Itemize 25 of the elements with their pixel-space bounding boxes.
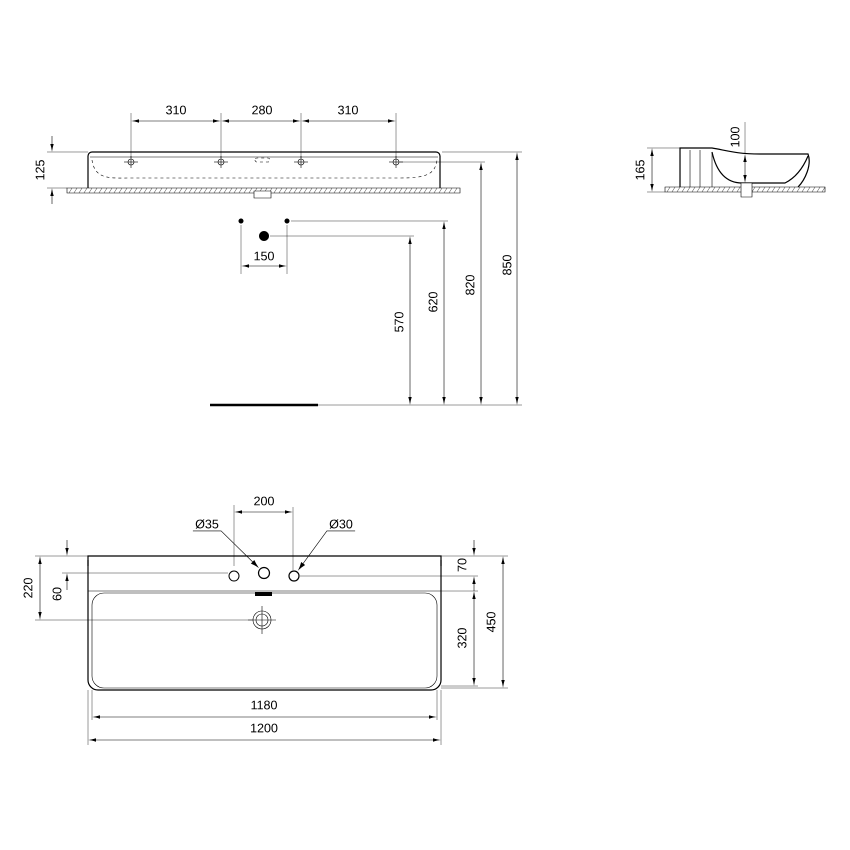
dimension-label: 310 [166, 106, 186, 114]
dimension-label: 125 [36, 160, 44, 180]
dimension-label: 450 [486, 612, 496, 632]
dimension-label: 1200 [251, 724, 278, 732]
leader-line [298, 530, 356, 570]
hole-circle [288, 570, 300, 582]
dimension-label: 100 [730, 127, 740, 146]
dimension-label: 70 [458, 558, 466, 572]
dimension-label: 320 [458, 628, 466, 648]
dimension-label: 570 [394, 312, 404, 332]
dimension-label: 165 [636, 160, 644, 180]
dimension-label: 150 [254, 252, 274, 260]
dimension-label: 280 [252, 106, 272, 114]
leader-line [192, 530, 258, 568]
dimension-label: 220 [24, 578, 32, 598]
dimension-label: 60 [52, 588, 62, 600]
dimension-label: 820 [466, 275, 474, 295]
hole-circle [258, 566, 270, 580]
dimension-label: 850 [502, 255, 512, 275]
dimension-label: 200 [254, 496, 274, 506]
dimension-label: 1180 [252, 700, 277, 710]
dimension-label: 310 [338, 106, 358, 114]
dimension-label: 620 [428, 292, 438, 312]
diameter-label: Ø35 [196, 519, 218, 529]
diameter-label: Ø30 [330, 519, 352, 529]
